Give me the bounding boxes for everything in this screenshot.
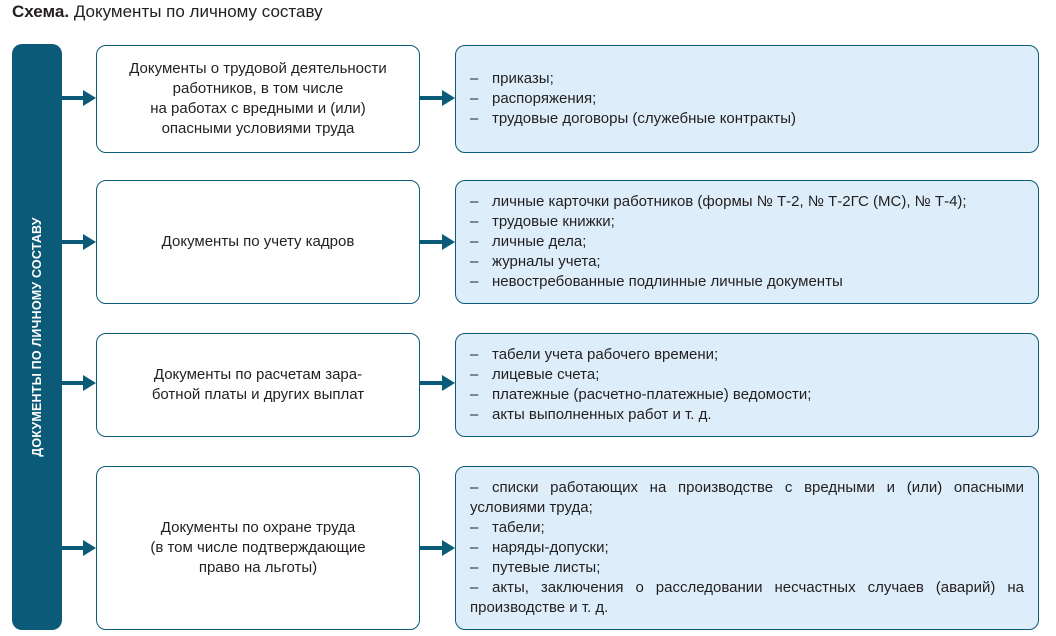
arrow-side-to-category-2 <box>62 234 96 250</box>
list-box-4: –списки работающих на производстве с вре… <box>455 466 1039 630</box>
arrow-category-to-list-4 <box>420 540 455 556</box>
arrow-side-to-category-3 <box>62 375 96 391</box>
list-box-3: табели учета рабочего времени; лицевые с… <box>455 333 1039 437</box>
arrow-category-to-list-1 <box>420 90 455 106</box>
category-line: ботной платы и других выплат <box>151 386 365 403</box>
list-item: лицевые счета; <box>470 365 1024 385</box>
category-line: Документы по учету кадров <box>161 233 355 250</box>
category-line: на работах с вредными и (или) <box>150 100 366 117</box>
list-item: журналы учета; <box>470 252 1024 272</box>
diagram-title: Схема. Документы по личному составу <box>12 2 323 22</box>
arrow-category-to-list-2 <box>420 234 455 250</box>
category-line: Документы о трудовой деятельности <box>129 60 387 77</box>
list-item-text: акты, заключения о расследовании несчаст… <box>470 579 1024 616</box>
dash-marker: – <box>470 579 479 596</box>
list-item: акты выполненных работ и т. д. <box>470 405 1024 425</box>
category-line: (в том числе подтверждающие <box>150 539 366 556</box>
list-item: трудовые договоры (служебные контракты) <box>470 109 1024 129</box>
category-line: право на льготы) <box>198 559 318 576</box>
list-item: личные дела; <box>470 232 1024 252</box>
list-item: платежные (расчетно-платежные) ведомости… <box>470 385 1024 405</box>
list-box-1: приказы; распоряжения; трудовые договоры… <box>455 45 1039 153</box>
category-box-1: Документы о трудовой деятельности работн… <box>96 45 420 153</box>
title-lead: Схема. <box>12 2 70 21</box>
dash-marker: – <box>470 479 479 496</box>
side-label: ДОКУМЕНТЫ ПО ЛИЧНОМУ СОСТАВУ <box>30 217 44 457</box>
list-item: распоряжения; <box>470 89 1024 109</box>
list-item: личные карточки работников (формы № Т-2,… <box>470 192 1024 212</box>
list-item: путевые листы; <box>470 558 1024 578</box>
category-line: работников, в том числе <box>172 80 344 97</box>
list-box-2: личные карточки работников (формы № Т-2,… <box>455 180 1039 304</box>
title-text: Документы по личному составу <box>73 2 323 21</box>
arrow-category-to-list-3 <box>420 375 455 391</box>
category-line: Документы по расчетам зара- <box>153 366 363 383</box>
list-item: наряды-допуски; <box>470 538 1024 558</box>
arrow-side-to-category-1 <box>62 90 96 106</box>
side-bar: ДОКУМЕНТЫ ПО ЛИЧНОМУ СОСТАВУ <box>12 44 62 630</box>
category-line: опасными условиями труда <box>161 120 355 137</box>
category-line: Документы по охране труда <box>160 519 356 536</box>
list-item: трудовые книжки; <box>470 212 1024 232</box>
list-item: табели учета рабочего времени; <box>470 345 1024 365</box>
list-item: приказы; <box>470 69 1024 89</box>
list-item: невостребованные подлинные личные докуме… <box>470 272 1024 292</box>
list-item: –акты, заключения о расследовании несчас… <box>470 578 1024 618</box>
list-item-text: списки работающих на производстве с вред… <box>470 479 1024 516</box>
list-item: табели; <box>470 518 1024 538</box>
category-box-4: Документы по охране труда (в том числе п… <box>96 466 420 630</box>
category-box-3: Документы по расчетам зара- ботной платы… <box>96 333 420 437</box>
arrow-side-to-category-4 <box>62 540 96 556</box>
list-item: –списки работающих на производстве с вре… <box>470 478 1024 518</box>
category-box-2: Документы по учету кадров <box>96 180 420 304</box>
